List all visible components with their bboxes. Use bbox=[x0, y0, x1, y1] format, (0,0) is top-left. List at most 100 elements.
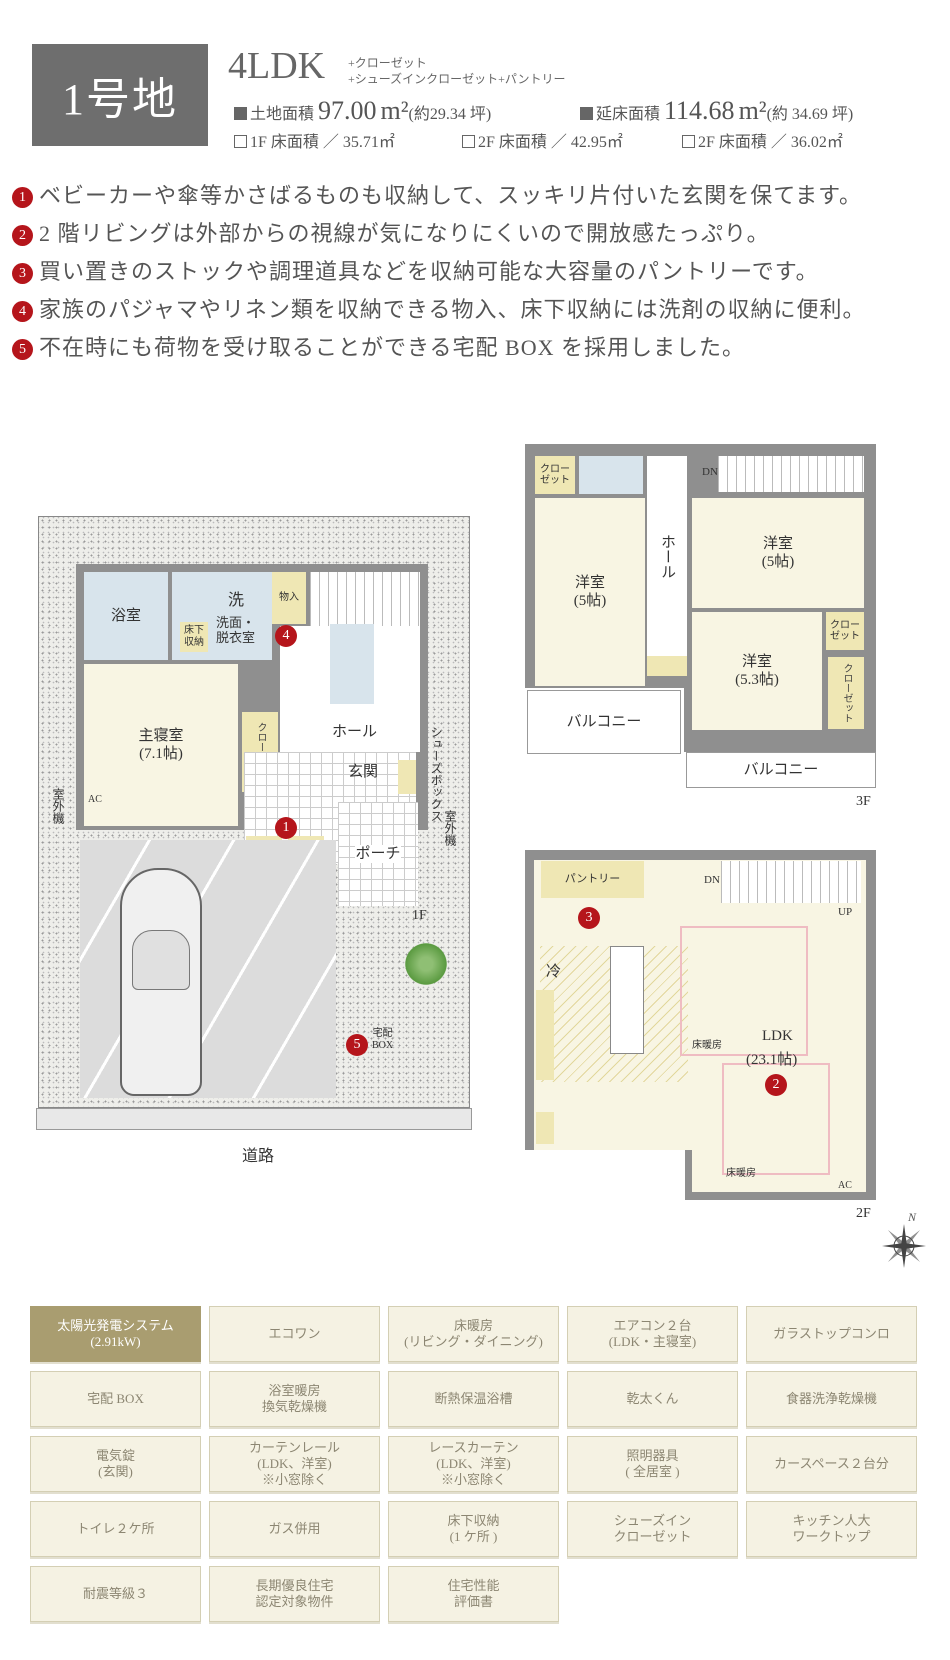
number-badge: 4 bbox=[12, 301, 33, 322]
equipment-item: カースペース２台分 bbox=[746, 1436, 917, 1492]
feature-text: 家族のパジャマやリネン類を収納できる物入、床下収納には洗剤の収納に便利。 bbox=[39, 297, 866, 322]
room-toilet bbox=[330, 624, 374, 704]
delivery-box-label: 宅配 BOX bbox=[372, 1028, 394, 1051]
road-label: 道路 bbox=[242, 1148, 275, 1165]
floor-label: 3F bbox=[856, 794, 871, 809]
building-wall bbox=[76, 564, 428, 830]
room-size: (23.1帖) bbox=[746, 1052, 798, 1068]
cutout bbox=[525, 1150, 685, 1200]
equipment-item: 浴室暖房 換気乾燥機 bbox=[209, 1371, 380, 1427]
floor-label: 1F bbox=[412, 908, 427, 923]
porch: ポーチ bbox=[338, 802, 418, 906]
floor-area-tsubo: (約 34.69 坪) bbox=[766, 106, 854, 123]
north-label: N bbox=[908, 1210, 917, 1224]
equipment-item: レースカーテン (LDK、洋室) ※小窓除く bbox=[388, 1436, 559, 1492]
floor-area-label: 延床面積 bbox=[596, 106, 661, 123]
floor-area-text: 2F 床面積 ／ 36.02㎡ bbox=[698, 134, 843, 151]
closet: クロー ゼット bbox=[826, 612, 864, 650]
equipment-item: 宅配 BOX bbox=[30, 1371, 201, 1427]
floor-area: 延床面積 114.68 m²(約 34.69 坪) bbox=[580, 96, 853, 126]
room-bath: 浴室 bbox=[84, 572, 168, 660]
lot-gravel bbox=[38, 516, 470, 1108]
room-storage: 物入 bbox=[272, 572, 306, 624]
cabinet bbox=[536, 1112, 554, 1144]
floor-heating-label: 床暖房 bbox=[726, 1168, 756, 1179]
room-entrance bbox=[244, 752, 416, 864]
floor-area-unit: m² bbox=[738, 96, 767, 125]
number-badge: 1 bbox=[12, 187, 33, 208]
room-label: バルコニー bbox=[743, 762, 819, 778]
equipment-item: キッチン人大 ワークトップ bbox=[746, 1501, 917, 1557]
room-label: 浴室 bbox=[110, 608, 141, 624]
room-label: 洗面・ 脱衣室 bbox=[216, 615, 256, 645]
room-label: クロー ゼット bbox=[830, 620, 860, 642]
room-western-left: 洋室(5帖) bbox=[535, 498, 645, 686]
room-master-bedroom: 主寝室(7.1帖) bbox=[84, 664, 238, 826]
floor-area-1f: 1F 床面積 ／ 35.71㎡ bbox=[234, 128, 395, 152]
compass-icon: N bbox=[878, 1210, 930, 1272]
feature-text: 2 階リビングは外部からの視線が気になりにくいので開放感たっぷり。 bbox=[39, 221, 770, 246]
closet: クローゼット bbox=[828, 657, 864, 729]
equipment-item: エコワン bbox=[209, 1306, 380, 1362]
kitchen bbox=[540, 946, 688, 1082]
fridge-label: 冷 bbox=[546, 964, 562, 980]
equipment-item: 太陽光発電システム (2.91kW) bbox=[30, 1306, 201, 1362]
room-label: 主寝室 bbox=[138, 728, 184, 744]
closet: クローゼット bbox=[242, 712, 278, 792]
room-hall: ホール bbox=[647, 456, 687, 656]
equipment-item: 乾太くん bbox=[567, 1371, 738, 1427]
closet: クロー ゼット bbox=[535, 456, 575, 494]
feature-text: 不在時にも荷物を受け取ることができる宅配 BOX を採用しました。 bbox=[39, 335, 746, 360]
equipment-item: 住宅性能 評価書 bbox=[388, 1566, 559, 1622]
dn-label: DN bbox=[702, 466, 718, 478]
feature-text: ベビーカーや傘等かさばるものも収納して、スッキリ片付いた玄関を保てます。 bbox=[39, 183, 862, 208]
washer-label: 洗 bbox=[228, 592, 245, 609]
room-label: シューズイン クローゼット bbox=[252, 872, 312, 895]
outdoor-unit-label: 室外機 bbox=[51, 788, 65, 824]
car-space bbox=[80, 840, 336, 1098]
feature-text: 買い置きのストックや調理道具などを収納可能な大容量のパントリーです。 bbox=[39, 259, 819, 284]
equipment-item: 食器洗浄乾燥機 bbox=[746, 1371, 917, 1427]
equipment-item: 照明器具 ( 全居室 ) bbox=[567, 1436, 738, 1492]
building-wall bbox=[525, 850, 876, 1200]
number-badge: 3 bbox=[12, 263, 33, 284]
room-label: パントリー bbox=[564, 872, 621, 885]
car-icon bbox=[120, 868, 202, 1096]
land-area: 土地面積 97.00 m²(約29.34 坪) bbox=[234, 96, 491, 126]
number-marker: 2 bbox=[765, 1074, 787, 1096]
room-western-right: 洋室(5帖) bbox=[692, 498, 864, 608]
square-icon bbox=[580, 107, 593, 120]
equipment-item: 断熱保温浴槽 bbox=[388, 1371, 559, 1427]
room-label: 洋室 bbox=[741, 654, 772, 670]
room-toilet bbox=[579, 456, 643, 494]
shoe-closet bbox=[246, 836, 282, 856]
shoebox-label: シューズボックス bbox=[429, 726, 443, 822]
floor-area-text: 1F 床面積 ／ 35.71㎡ bbox=[250, 134, 395, 151]
square-outline-icon bbox=[682, 135, 695, 148]
room-label: ホール bbox=[659, 533, 675, 579]
square-outline-icon bbox=[462, 135, 475, 148]
floor-heating-area bbox=[680, 926, 808, 1056]
tree-icon bbox=[402, 940, 450, 988]
land-area-value: 97.00 bbox=[318, 96, 377, 125]
kitchen-counter bbox=[610, 946, 644, 1054]
stairs bbox=[310, 572, 420, 626]
number-marker: 5 bbox=[346, 1034, 368, 1056]
room-washroom bbox=[172, 572, 272, 660]
underfloor-storage: 床下 収納 bbox=[180, 622, 208, 652]
room-label: 洋室 bbox=[574, 575, 605, 591]
ac-label: AC bbox=[88, 794, 102, 805]
room-label: 物入 bbox=[279, 592, 299, 603]
up-label: UP bbox=[838, 906, 853, 918]
equipment-item: カーテンレール (LDK、洋室) ※小窓除く bbox=[209, 1436, 380, 1492]
ac-label: AC bbox=[838, 1180, 852, 1191]
stairs bbox=[718, 456, 864, 492]
floor-area-text: 2F 床面積 ／ 42.95㎡ bbox=[478, 134, 623, 151]
lot-number-badge: 1号地 bbox=[32, 44, 208, 146]
layout-option: +シューズインクローゼット+パントリー bbox=[348, 72, 566, 86]
equipment-item: 床下収納 (1 ケ所 ) bbox=[388, 1501, 559, 1557]
room-label: 洋室 bbox=[762, 536, 793, 552]
room-label: 床下 収納 bbox=[184, 625, 204, 648]
floor-area-value: 114.68 bbox=[664, 96, 735, 125]
